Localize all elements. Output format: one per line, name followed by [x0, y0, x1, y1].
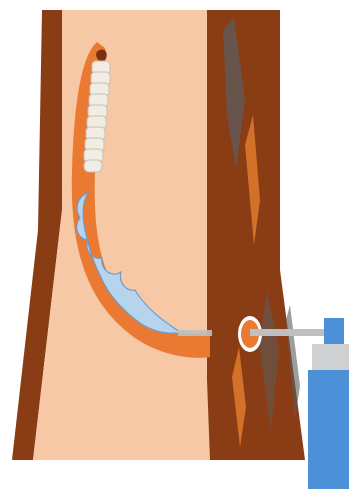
spray-nozzle-tube — [250, 329, 327, 336]
spray-can-body — [308, 370, 349, 489]
spray-can-cap — [312, 344, 349, 370]
spray-inner-tube — [178, 330, 212, 336]
spray-can-nozzle-head — [324, 318, 344, 344]
